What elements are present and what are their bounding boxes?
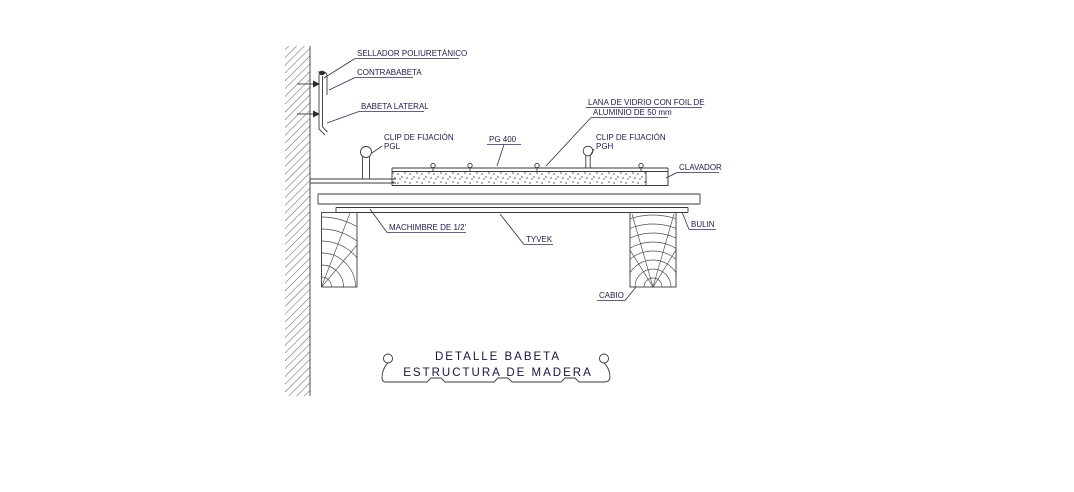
label-clip-pgl: CLIP DE FIJACIÓN PGL — [371, 133, 454, 154]
label-lana-line1: LANA DE VIDRIO CON FOIL DE — [588, 98, 705, 107]
label-machimbre-text: MACHIMBRE DE 1/2' — [389, 223, 467, 232]
babeta-profile-detail — [381, 353, 611, 383]
sheet-fasteners — [430, 162, 644, 172]
label-lana-line2: ALUMINIO DE 50 mm — [593, 108, 672, 117]
label-clip-pgh-line2: PGH — [596, 142, 614, 151]
drawing-title-line1: DETALLE BABETA — [435, 351, 561, 363]
label-clip-pgl-line2: PGL — [384, 142, 401, 151]
label-sellador-text: SELLADOR POLIURETÁNICO — [357, 49, 467, 58]
sellador-bead — [319, 70, 325, 76]
label-tyvek-text: TYVEK — [526, 235, 553, 244]
label-sellador: SELLADOR POLIURETÁNICO — [323, 49, 467, 79]
cabio-right-block — [629, 212, 677, 288]
profile-eyelet-left — [383, 353, 393, 364]
flashing-horizontal-run — [310, 178, 396, 184]
pg400-sheet-and-insulation — [391, 167, 669, 186]
drawing-title: DETALLE BABETA ESTRUCTURA DE MADERA — [403, 351, 593, 379]
label-contrababeta: CONTRABABETA — [328, 68, 422, 91]
label-clip-pgh: CLIP DE FIJACIÓN PGH — [589, 133, 666, 157]
clavador-block — [645, 171, 669, 186]
babeta-lateral-profile — [318, 74, 328, 136]
label-tyvek: TYVEK — [499, 213, 553, 245]
label-clip-pgh-line1: CLIP DE FIJACIÓN — [596, 133, 666, 142]
label-lana-de-vidrio: LANA DE VIDRIO CON FOIL DE ALUMINIO DE 5… — [545, 98, 705, 167]
anchor-bolt-bottom — [297, 110, 320, 118]
fastener-icon — [467, 162, 473, 172]
label-babeta-lateral-text: BABETA LATERAL — [361, 102, 429, 111]
label-clavador: CLAVADOR — [665, 163, 722, 179]
label-pg400-text: PG 400 — [489, 135, 517, 144]
fastener-icon — [638, 162, 644, 172]
label-bulin: BULIN — [681, 211, 716, 230]
label-cabio: CABIO — [597, 286, 637, 301]
wall-section — [285, 46, 311, 396]
label-bulin-text: BULIN — [691, 220, 715, 229]
bulin-strip — [335, 207, 689, 213]
label-clavador-text: CLAVADOR — [679, 163, 722, 172]
wall-hatch — [285, 46, 310, 396]
fastener-icon — [430, 162, 436, 172]
cabio-left-block — [321, 212, 358, 288]
fastener-icon — [534, 162, 540, 172]
label-pg400: PG 400 — [487, 135, 521, 167]
label-clip-pgl-line1: CLIP DE FIJACIÓN — [384, 133, 454, 142]
label-babeta-lateral: BABETA LATERAL — [326, 102, 429, 124]
profile-eyelet-right — [599, 353, 609, 364]
clip-pgl-shape — [360, 146, 372, 179]
drawing-title-line2: ESTRUCTURA DE MADERA — [403, 367, 593, 379]
anchor-bolt-top — [297, 80, 320, 88]
glass-wool-band — [392, 171, 646, 186]
label-machimbre: MACHIMBRE DE 1/2' — [369, 208, 467, 233]
machimbre-deck — [317, 193, 701, 205]
label-cabio-text: CABIO — [599, 291, 624, 300]
label-contrababeta-text: CONTRABABETA — [357, 68, 422, 77]
